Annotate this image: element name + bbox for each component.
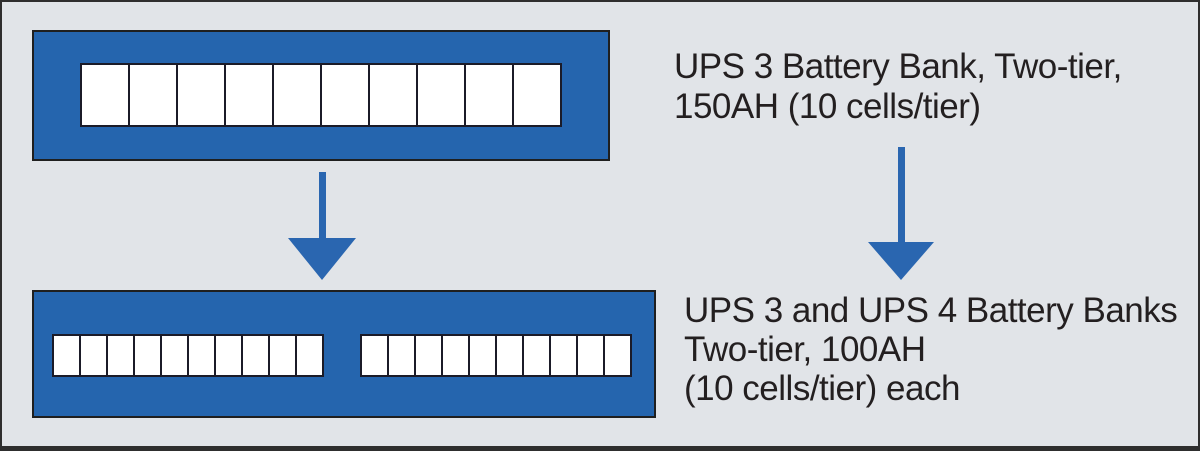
battery-cell: [522, 334, 551, 377]
cell-row-right: [360, 334, 632, 377]
top-bank-caption: UPS 3 Battery Bank, Two-tier, 150AH (10 …: [674, 47, 1122, 127]
battery-cell: [176, 63, 226, 127]
battery-cell: [387, 334, 416, 377]
battery-cell: [320, 63, 370, 127]
battery-cell: [272, 63, 322, 127]
arrow-shaft: [898, 147, 905, 243]
battery-cell: [214, 334, 243, 377]
battery-cell: [106, 334, 135, 377]
battery-cell: [224, 63, 274, 127]
cell-row-left: [52, 334, 324, 377]
arrow-shaft: [319, 172, 326, 239]
battery-cell: [79, 334, 108, 377]
battery-cell: [268, 334, 297, 377]
battery-cell: [160, 334, 189, 377]
battery-cell: [414, 334, 443, 377]
caption-line: 150AH (10 cells/tier): [674, 87, 981, 126]
battery-cell: [241, 334, 270, 377]
battery-cell: [368, 63, 418, 127]
caption-line: UPS 3 Battery Bank, Two-tier,: [674, 47, 1122, 86]
battery-cell: [360, 334, 389, 377]
battery-bank-ups3-ups4: [32, 290, 656, 418]
caption-line: Two-tier, 100AH: [684, 330, 926, 369]
battery-cell: [512, 63, 562, 127]
battery-cell: [295, 334, 324, 377]
battery-cell: [464, 63, 514, 127]
arrow-head: [288, 238, 356, 280]
battery-cell: [603, 334, 632, 377]
arrow-head: [868, 242, 934, 280]
battery-cell: [416, 63, 466, 127]
battery-cell: [468, 334, 497, 377]
cell-row: [80, 63, 562, 127]
caption-line: (10 cells/tier) each: [684, 369, 960, 408]
battery-cell: [133, 334, 162, 377]
battery-cell: [576, 334, 605, 377]
battery-cell: [80, 63, 130, 127]
bottom-bank-caption: UPS 3 and UPS 4 Battery Banks Two-tier, …: [684, 291, 1178, 408]
battery-cell: [52, 334, 81, 377]
caption-line: UPS 3 and UPS 4 Battery Banks: [684, 291, 1178, 330]
battery-bank-ups3: [32, 30, 610, 161]
battery-cell: [441, 334, 470, 377]
battery-cell: [128, 63, 178, 127]
battery-cell: [549, 334, 578, 377]
battery-cell: [495, 334, 524, 377]
battery-cell: [187, 334, 216, 377]
